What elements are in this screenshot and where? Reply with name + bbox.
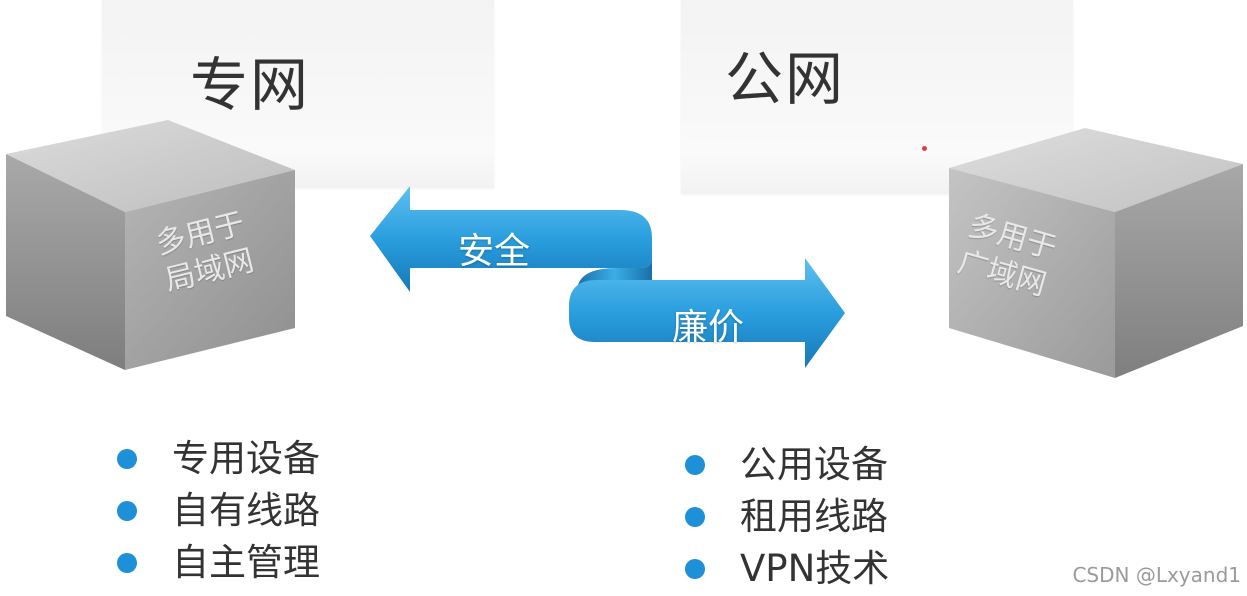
cheap-label: 廉价 <box>672 307 745 348</box>
list-item: 租用线路 <box>682 491 889 543</box>
public-network-title: 公网 <box>725 45 846 113</box>
private-network-title: 专网 <box>190 51 311 119</box>
bullet-dot-icon <box>685 455 705 475</box>
right-arrow-ribbon <box>569 258 845 368</box>
bullet-dot-icon <box>117 501 137 521</box>
list-item: 自有线路 <box>114 485 320 537</box>
public-network-features: 公用设备 租用线路 VPN技术 <box>682 439 889 595</box>
bullet-dot-icon <box>117 553 137 573</box>
red-dot-marker <box>922 146 927 151</box>
security-label: 安全 <box>458 231 531 272</box>
wan-cube <box>949 128 1243 378</box>
left-arrow-ribbon <box>370 186 652 292</box>
bullet-dot-icon <box>117 449 137 469</box>
bullet-dot-icon <box>685 507 705 527</box>
lan-cube <box>6 120 295 370</box>
bullet-dot-icon <box>685 559 705 579</box>
list-item: 专用设备 <box>114 433 320 485</box>
list-item: VPN技术 <box>682 543 889 595</box>
security-cost-arrows <box>370 186 845 368</box>
watermark: CSDN @Lxyand1 <box>1072 563 1241 587</box>
list-item: 公用设备 <box>682 439 889 491</box>
list-item: 自主管理 <box>114 537 320 589</box>
private-network-features: 专用设备 自有线路 自主管理 <box>114 433 320 589</box>
